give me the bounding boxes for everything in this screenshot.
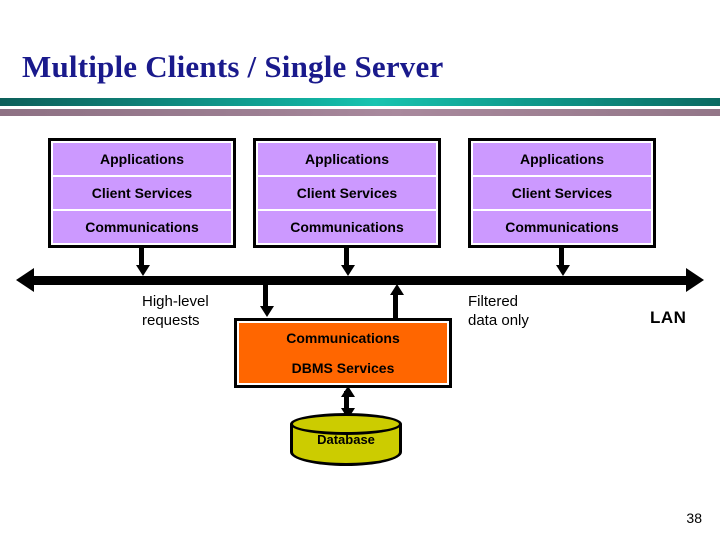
title-rule-mauve (0, 109, 720, 116)
client-stack-3: Applications Client Services Communicati… (468, 138, 656, 248)
client-1-arrowhead-icon (136, 265, 150, 276)
database-cylinder-top (290, 413, 402, 435)
client-3-arrowhead-icon (556, 265, 570, 276)
client-1-layer-client-services: Client Services (53, 177, 231, 209)
bus-to-server-arrowhead-icon (260, 306, 274, 317)
database-label: Database (317, 432, 375, 447)
client-3-layer-client-services: Client Services (473, 177, 651, 209)
client-1-bus-connector (139, 248, 144, 268)
database-cylinder-icon: Database (290, 413, 402, 469)
client-1-layer-communications: Communications (53, 211, 231, 243)
lan-bus-line (30, 276, 690, 285)
annotation-high-level-requests: High-level requests (142, 293, 209, 329)
client-2-bus-connector (344, 248, 349, 268)
server-layer-communications: Communications (239, 323, 447, 353)
client-3-layer-communications: Communications (473, 211, 651, 243)
page-title: Multiple Clients / Single Server (22, 49, 444, 84)
client-stack-1: Applications Client Services Communicati… (48, 138, 236, 248)
client-2-layer-applications: Applications (258, 143, 436, 175)
client-3-bus-connector (559, 248, 564, 268)
client-1-layer-applications: Applications (53, 143, 231, 175)
dbms-database-connector (344, 391, 349, 415)
server-to-bus-connector (393, 292, 398, 319)
dbms-database-arrowhead-up-icon (341, 386, 355, 397)
client-stack-2: Applications Client Services Communicati… (253, 138, 441, 248)
client-2-layer-client-services: Client Services (258, 177, 436, 209)
title-rule-teal (0, 98, 720, 106)
lan-bus-arrowhead-left-icon (16, 268, 34, 292)
annotation-filtered-data-only: Filtered data only (468, 293, 529, 329)
server-layer-dbms-services: DBMS Services (239, 353, 447, 383)
server-stack: Communications DBMS Services (234, 318, 452, 388)
annotation-lan: LAN (650, 308, 687, 327)
page-number: 38 (686, 510, 702, 526)
bus-to-server-connector (263, 285, 268, 308)
client-3-layer-applications: Applications (473, 143, 651, 175)
server-to-bus-arrowhead-icon (390, 284, 404, 295)
client-2-layer-communications: Communications (258, 211, 436, 243)
lan-bus-arrowhead-right-icon (686, 268, 704, 292)
client-2-arrowhead-icon (341, 265, 355, 276)
